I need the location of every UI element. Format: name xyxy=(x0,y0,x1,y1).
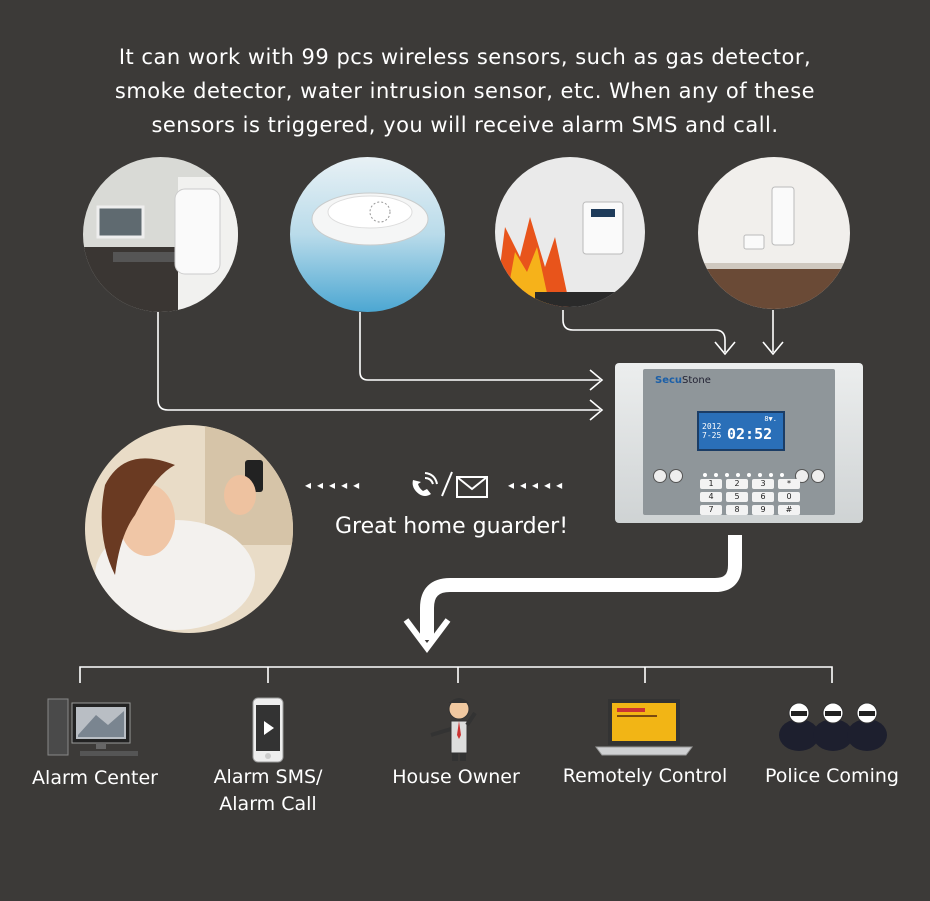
sos-button[interactable] xyxy=(811,469,825,483)
slash-divider xyxy=(441,471,453,497)
door-sensor-photo xyxy=(698,157,850,309)
woman-phone-photo xyxy=(85,425,293,633)
tagline: Great home guarder! xyxy=(335,514,569,539)
keypad-key[interactable]: 2 xyxy=(726,479,748,489)
signal-icon: 8▼. xyxy=(764,415,777,423)
keypad-key[interactable]: 9 xyxy=(752,505,774,515)
keypad-key[interactable]: 4 xyxy=(700,492,722,502)
smartphone-icon xyxy=(252,697,284,763)
indicator-leds xyxy=(703,462,791,481)
signal-arrows-left: ◂◂◂◂◂ xyxy=(305,478,366,492)
keypad-key[interactable]: 5 xyxy=(726,492,748,502)
receiver-label-alarm-center: Alarm Center xyxy=(32,767,158,789)
keypad-key[interactable]: 7 xyxy=(700,505,722,515)
receiver-label-house-owner: House Owner xyxy=(392,766,520,788)
keypad-key[interactable]: 0 xyxy=(778,492,800,502)
computer-icon xyxy=(47,698,138,756)
keypad-key[interactable]: 6 xyxy=(752,492,774,502)
receiver-label-remotely-control: Remotely Control xyxy=(562,765,728,787)
keypad-key[interactable]: 8 xyxy=(726,505,748,515)
keypad-key[interactable]: * xyxy=(778,479,800,489)
receiver-label-alarm-sms-call: Alarm SMS/ Alarm Call xyxy=(213,766,323,815)
lcd-time: 02:52 xyxy=(727,425,773,443)
arm-button[interactable] xyxy=(653,469,667,483)
gas-detector-photo xyxy=(495,157,645,307)
panel-brand: SecuStone xyxy=(655,375,711,386)
laptop-icon xyxy=(595,699,693,756)
receiver-label-police-coming: Police Coming xyxy=(765,765,899,787)
police-officers-icon xyxy=(779,702,887,751)
intro-text: It can work with 99 pcs wireless sensors… xyxy=(114,45,816,137)
envelope-icon xyxy=(456,476,488,498)
businessman-icon xyxy=(430,698,477,761)
disarm-button[interactable] xyxy=(669,469,683,483)
smoke-detector-photo xyxy=(290,157,445,312)
phone-call-icon xyxy=(412,472,438,496)
keypad-key[interactable]: 3 xyxy=(752,479,774,489)
keypad-key[interactable]: # xyxy=(778,505,800,515)
keypad-key[interactable]: 1 xyxy=(700,479,722,489)
signal-arrows-right: ◂◂◂◂◂ xyxy=(508,478,569,492)
pir-sensor-photo xyxy=(83,157,238,312)
